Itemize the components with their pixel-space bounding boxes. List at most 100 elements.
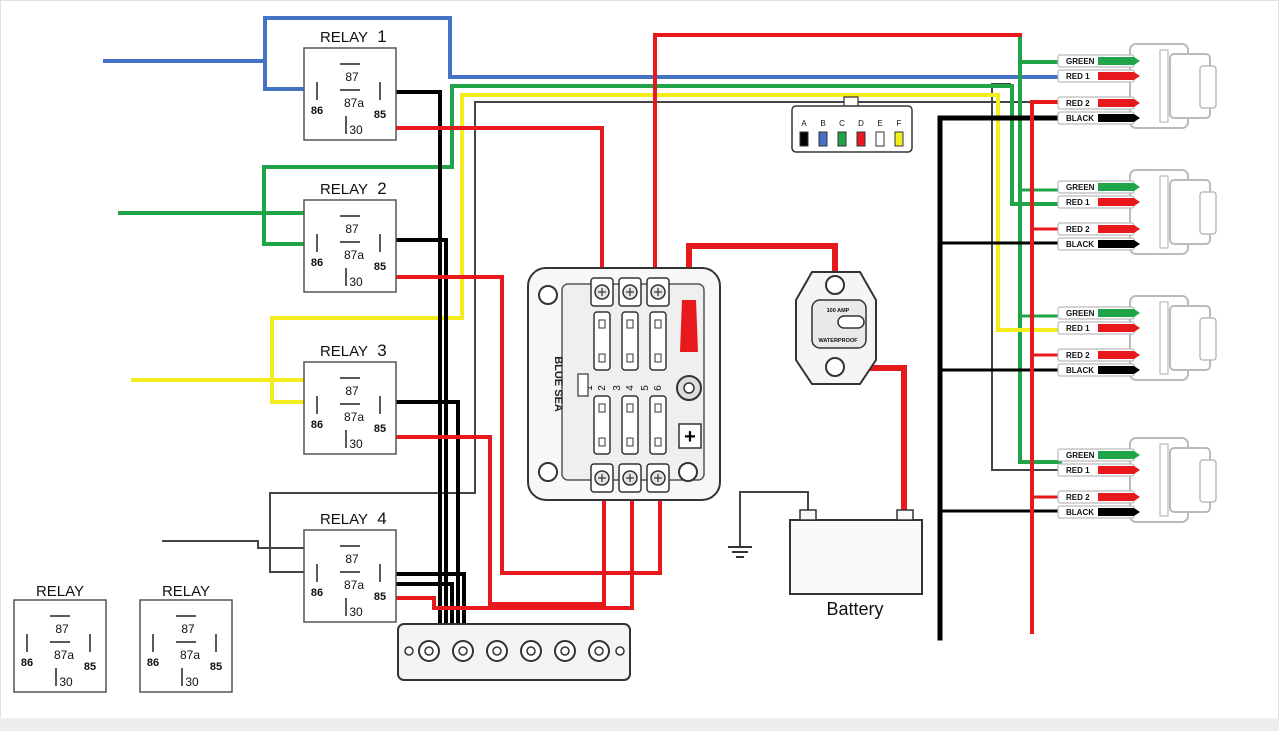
pin-87a-label: 87a bbox=[344, 248, 364, 262]
relay-title: RELAY bbox=[320, 511, 368, 528]
pin-85-label: 85 bbox=[374, 423, 386, 435]
terminal-lead-red1 bbox=[1098, 72, 1140, 80]
terminal-lead-black bbox=[1098, 366, 1140, 374]
switch-pin-label-red1: RED 1 bbox=[1066, 198, 1090, 207]
pin-87a-label: 87a bbox=[344, 96, 364, 110]
bus-mount-hole-icon bbox=[615, 646, 625, 656]
breaker-reset-lever-icon bbox=[837, 315, 865, 329]
terminal-lead-green bbox=[1098, 309, 1140, 317]
mount-hole-icon bbox=[538, 285, 558, 305]
bus-stud-center bbox=[526, 646, 536, 656]
switch-pin-label-black: BLACK bbox=[1066, 240, 1094, 249]
pin-86-label: 86 bbox=[311, 105, 323, 117]
fuse-number: 4 bbox=[625, 385, 636, 391]
relay-number: 2 bbox=[377, 179, 386, 198]
pin-30-label: 30 bbox=[349, 275, 363, 289]
fuse-terminals-top bbox=[590, 277, 670, 307]
fuse-contact bbox=[654, 319, 662, 329]
connector-pin-label: C bbox=[839, 119, 845, 128]
pin-87a-label: 87a bbox=[180, 648, 200, 662]
bus-ring-terminal bbox=[680, 300, 698, 352]
switch-pin-label-red1: RED 1 bbox=[1066, 324, 1090, 333]
blue-wire-relay1 bbox=[103, 59, 312, 91]
pin-30-label: 30 bbox=[59, 675, 73, 689]
fuse-terminals-bottom bbox=[590, 463, 670, 493]
switch-flange bbox=[1159, 49, 1169, 123]
switch-pin-label-red1: RED 1 bbox=[1066, 72, 1090, 81]
battery-body bbox=[789, 519, 923, 595]
battery-positive-post bbox=[896, 509, 914, 521]
pin-87-label: 87 bbox=[345, 384, 359, 398]
switch-rocker-face bbox=[1199, 65, 1217, 109]
connector-body bbox=[791, 105, 913, 153]
relay-title: RELAY bbox=[320, 29, 368, 46]
terminal-lead-red2 bbox=[1098, 225, 1140, 233]
fuse-contact bbox=[598, 437, 606, 447]
pin-87-label: 87 bbox=[345, 70, 359, 84]
fuse-number: 2 bbox=[597, 385, 608, 391]
pin-85-label: 85 bbox=[374, 591, 386, 603]
red-switch-bus bbox=[1030, 100, 1062, 634]
pin-30-label: 30 bbox=[185, 675, 199, 689]
switch-flange bbox=[1159, 301, 1169, 375]
pin-87a-label: 87a bbox=[344, 410, 364, 424]
connector-pin bbox=[894, 131, 904, 147]
bottom-edge bbox=[0, 718, 1279, 731]
connector-pin-label: E bbox=[877, 119, 882, 128]
switch-pin-label-green: GREEN bbox=[1066, 183, 1095, 192]
switch-rocker-face bbox=[1199, 459, 1217, 503]
battery-negative-post bbox=[799, 509, 817, 521]
breaker-terminal-icon bbox=[825, 275, 845, 295]
switch-pin-label-red2: RED 2 bbox=[1066, 99, 1090, 108]
bus-mount-hole-icon bbox=[404, 646, 414, 656]
relay-title: RELAY bbox=[320, 343, 368, 360]
switch-rocker-face bbox=[1199, 191, 1217, 235]
bus-studs bbox=[404, 640, 625, 662]
connector-pin-label: A bbox=[801, 119, 807, 128]
mount-hole-icon bbox=[678, 462, 698, 482]
pin-87-label: 87 bbox=[181, 622, 195, 636]
positive-stud-center bbox=[683, 382, 695, 394]
ground-bus-bar bbox=[397, 623, 631, 681]
terminal-lead-red1 bbox=[1098, 198, 1140, 206]
pin-87a-label: 87a bbox=[54, 648, 74, 662]
terminal-lead-red2 bbox=[1098, 99, 1140, 107]
connector-pin-label: B bbox=[820, 119, 825, 128]
relay-title: RELAY bbox=[162, 583, 210, 600]
ground-icon bbox=[728, 546, 752, 558]
switch-pin-label-black: BLACK bbox=[1066, 508, 1094, 517]
breaker-terminal-icon bbox=[825, 357, 845, 377]
ground-bus-body bbox=[397, 623, 631, 681]
terminal-lead-black bbox=[1098, 114, 1140, 122]
gray-wire-top bbox=[269, 101, 1031, 573]
fuse-slot-upper bbox=[621, 311, 639, 371]
fuse-number: 3 bbox=[612, 385, 623, 391]
switch-pin-label-black: BLACK bbox=[1066, 366, 1094, 375]
fuse-block-brand: BLUE SEA bbox=[552, 356, 564, 412]
fuse-contact bbox=[654, 437, 662, 447]
fuse-number: 6 bbox=[653, 385, 664, 391]
fuse-number: 5 bbox=[640, 385, 651, 391]
switch-pin-label-black: BLACK bbox=[1066, 114, 1094, 123]
terminal-lead-black bbox=[1098, 508, 1140, 516]
relay-title: RELAY bbox=[320, 181, 368, 198]
pin-87-label: 87 bbox=[345, 222, 359, 236]
black-wire-relay1 bbox=[380, 90, 442, 652]
terminal-lead-green bbox=[1098, 183, 1140, 191]
pin-87-label: 87 bbox=[55, 622, 69, 636]
rocker-switch-2: GREEN RED 1 RED 2 BLACK bbox=[1057, 169, 1217, 255]
bus-stud-center bbox=[424, 646, 434, 656]
pin-85-label: 85 bbox=[84, 661, 96, 673]
switch-pin-label-red2: RED 2 bbox=[1066, 225, 1090, 234]
